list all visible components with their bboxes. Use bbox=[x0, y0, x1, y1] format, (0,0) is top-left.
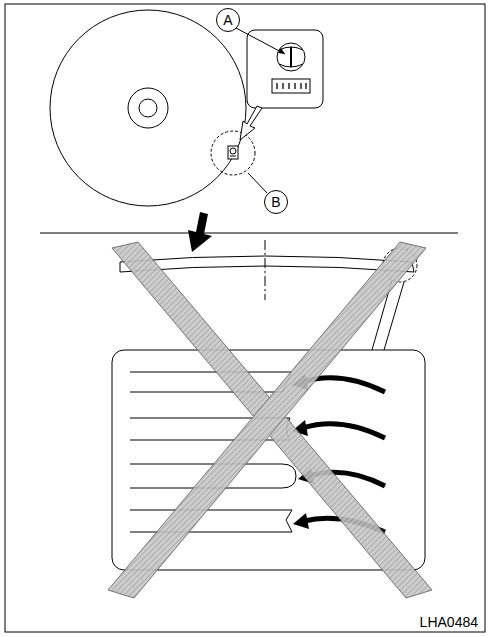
callout-circle: B bbox=[264, 190, 288, 214]
prohibited-cross bbox=[108, 242, 432, 598]
figure-code: LHA0484 bbox=[420, 615, 478, 629]
disc bbox=[50, 10, 255, 206]
pointer-arrow bbox=[240, 106, 262, 140]
divider bbox=[40, 233, 458, 234]
leader-head bbox=[278, 48, 285, 54]
callout-letter: A bbox=[223, 13, 232, 27]
leader-line bbox=[236, 28, 285, 54]
frame bbox=[5, 4, 485, 632]
callout-letter: B bbox=[271, 195, 280, 209]
callout-circle: A bbox=[216, 8, 240, 32]
leader-line bbox=[248, 173, 267, 193]
logo-inset bbox=[247, 30, 323, 108]
direction-arrow bbox=[188, 212, 212, 252]
